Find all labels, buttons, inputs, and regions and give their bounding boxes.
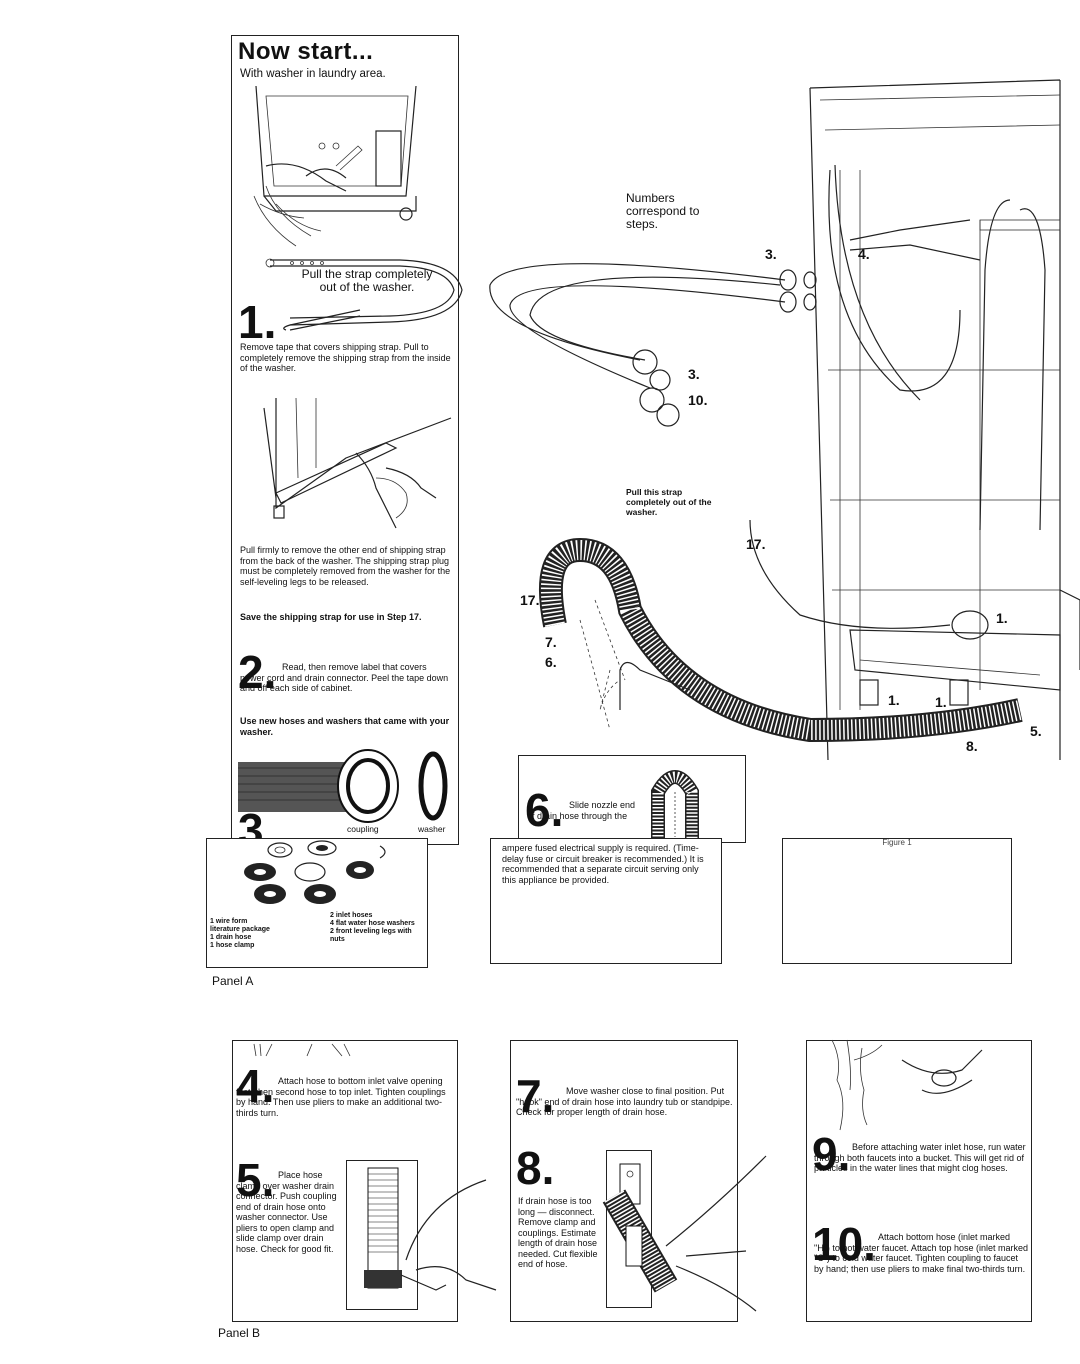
label-washer: washer <box>418 824 446 834</box>
step10-number: 10. <box>812 1218 876 1270</box>
callout-17-left: 17. <box>520 592 540 608</box>
step6-hose-illustration <box>651 770 699 840</box>
callout-6: 6. <box>545 654 557 670</box>
step1-number: 1. <box>238 296 277 348</box>
panel-a-label: Panel A <box>212 974 254 988</box>
callout-1-right: 1. <box>996 610 1008 626</box>
parts-list-left: 1 wire form literature package 1 drain h… <box>210 918 270 950</box>
callout-10: 10. <box>688 392 708 408</box>
callout-3-bottom: 3. <box>688 366 700 382</box>
step7-number: 7. <box>516 1070 555 1122</box>
parts-right-item: 2 front leveling legs with nuts <box>330 928 412 943</box>
step4-5-box <box>232 1040 458 1322</box>
step6-box <box>518 755 746 843</box>
step2-number: 2. <box>238 646 277 698</box>
step9-10-box <box>806 1040 1032 1322</box>
step6-number: 6. <box>525 784 564 836</box>
step9-number: 9. <box>812 1128 851 1180</box>
step5-text: Place hose clamp over washer drain conne… <box>236 1170 337 1254</box>
parts-left-item: 1 wire form <box>210 918 248 925</box>
step7-text: Move washer close to final position. Put… <box>516 1086 733 1117</box>
parts-list-right: 2 inlet hoses 4 flat water hose washers … <box>330 912 425 944</box>
step2-note: Use new hoses and washers that came with… <box>240 716 450 737</box>
callout-5: 5. <box>1030 723 1042 739</box>
coupling-illustration <box>238 749 448 823</box>
parts-illustration <box>244 840 386 904</box>
figure-caption-box <box>782 838 1012 964</box>
callout-8: 8. <box>966 738 978 754</box>
step6-text: Slide nozzle end of drain hose through t… <box>527 800 636 821</box>
step1-text: Remove tape that covers shipping strap. … <box>240 342 451 373</box>
callout-1-left: 1. <box>888 692 900 708</box>
step4-top-illustration <box>253 1043 351 1057</box>
step1-save-note: Save the shipping strap for use in Step … <box>240 612 422 622</box>
step6-cont-box <box>490 838 722 964</box>
callout-3-top: 3. <box>765 246 777 262</box>
step2-text: Read, then remove label that covers powe… <box>240 662 449 693</box>
step4-number: 4. <box>236 1060 275 1112</box>
step6-cont-text: ampere fused electrical supply is requir… <box>502 843 704 885</box>
parts-left-item: 1 drain hose <box>210 934 252 941</box>
step8-cut-hose-illustration <box>602 1155 767 1312</box>
parts-left-item: 1 hose clamp <box>210 942 255 949</box>
shipping-strap-illustration <box>265 258 463 331</box>
step5-number: 5. <box>236 1154 275 1206</box>
step9-text: Before attaching water inlet hose, run w… <box>814 1142 1026 1173</box>
page-title: Now start... <box>238 38 374 65</box>
figure-washer-back-illustration <box>489 79 1080 761</box>
callout-1-mid: 1. <box>935 694 947 710</box>
page-subtitle: With washer in laundry area. <box>240 68 386 80</box>
step5-clamp-illustration <box>364 1167 497 1291</box>
callout-7: 7. <box>545 634 557 650</box>
parts-right-item: 2 inlet hoses <box>330 912 373 919</box>
parts-left-item: literature package <box>210 926 270 933</box>
figure-numbers-note: Numbers correspond to steps. <box>626 191 700 231</box>
callout-4: 4. <box>858 246 870 262</box>
figure-caption: Figure 1 <box>882 838 912 847</box>
step4-text: Attach hose to bottom inlet valve openin… <box>236 1076 446 1118</box>
step10-text: Attach bottom hose (inlet marked "H") to… <box>814 1232 1028 1274</box>
washer-front-illustration <box>253 85 417 247</box>
figure-pull-strap-note: Pull this strap completely out of the wa… <box>626 487 712 517</box>
washer-bottom-illustration <box>263 397 452 529</box>
panel-b-label: Panel B <box>218 1326 261 1340</box>
step9-faucet-illustration <box>831 1039 983 1131</box>
step1-text2: Pull firmly to remove the other end of s… <box>240 545 451 587</box>
step1-callout: Pull the strap completely out of the was… <box>301 267 433 294</box>
step8-text: If drain hose is too long — disconnect. … <box>518 1196 598 1269</box>
callout-17-right: 17. <box>746 536 766 552</box>
step8-number: 8. <box>516 1142 555 1194</box>
parts-right-item: 4 flat water hose washers <box>330 920 415 927</box>
label-coupling: coupling <box>347 824 379 834</box>
panel-a-frame <box>231 35 459 845</box>
